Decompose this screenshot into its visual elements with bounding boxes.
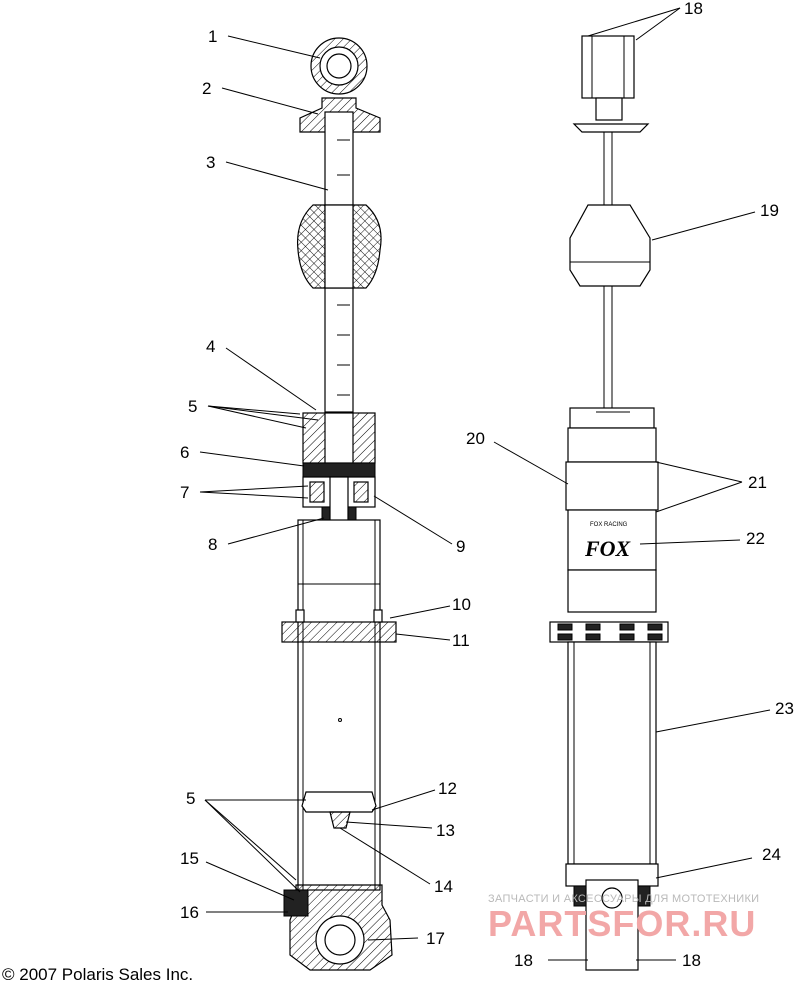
callout-4: 4	[206, 337, 215, 356]
body-tube	[297, 519, 381, 891]
piston-shims-left	[309, 481, 325, 503]
spring-collar-left	[295, 609, 305, 623]
leader-lines	[199, 7, 771, 961]
callout-18-bottom-right: 18	[682, 951, 701, 970]
callout-2: 2	[202, 79, 211, 98]
top-eye-block	[581, 35, 635, 99]
callout-21: 21	[748, 473, 767, 492]
callout-11: 11	[452, 631, 470, 650]
body-label-section	[567, 509, 657, 571]
callout-24: 24	[762, 845, 781, 864]
callout-5-lower: 5	[186, 789, 195, 808]
watermark-tagline: ЗАПЧАСТИ И АКСЕССУАРЫ ДЛЯ МОТОТЕХНИКИ	[488, 893, 759, 905]
floating-piston	[301, 791, 377, 813]
callout-1: 1	[208, 27, 217, 46]
watermark-brand: PARTSFOR.RU	[488, 903, 756, 944]
callout-23: 23	[775, 699, 794, 718]
fox-logo: FOX	[584, 536, 632, 561]
callout-15: 15	[180, 849, 199, 868]
callout-12: 12	[438, 779, 457, 798]
callout-6: 6	[180, 443, 189, 462]
body-lower	[567, 569, 657, 613]
body-band	[565, 461, 659, 511]
body-upper	[567, 427, 657, 463]
top-eye-neck	[595, 97, 623, 121]
callout-10: 10	[452, 595, 471, 614]
seal-head-bore	[324, 412, 354, 464]
bottom-eye-bore	[324, 924, 356, 956]
callout-22: 22	[746, 529, 765, 548]
external-bump-stop	[569, 204, 651, 287]
callout-14: 14	[434, 877, 453, 896]
callout-9: 9	[456, 537, 465, 556]
callout-3: 3	[206, 153, 215, 172]
watermark: ЗАПЧАСТИ И АКСЕССУАРЫ ДЛЯ МОТОТЕХНИКИ PA…	[488, 893, 759, 944]
callouts: 1 2 3 4 5 6 7 8 9 10 11 5 12 13 14 15 16…	[180, 0, 794, 970]
spring-collar	[281, 621, 397, 643]
top-spring-seat	[572, 123, 650, 133]
callout-20: 20	[466, 429, 485, 448]
bottom-eye-bolt	[601, 887, 623, 909]
callout-13: 13	[436, 821, 455, 840]
assembled-shock: FOX RACING FOX	[549, 35, 669, 971]
callout-16: 16	[180, 903, 199, 922]
callout-19: 19	[760, 201, 779, 220]
shock-body	[567, 641, 657, 865]
floating-piston-valve	[329, 811, 351, 829]
callout-7: 7	[180, 483, 189, 502]
fox-logo-small: FOX RACING	[590, 522, 628, 528]
body-cap	[569, 407, 655, 429]
callout-17: 17	[426, 929, 445, 948]
seal-head-ring	[302, 462, 376, 478]
callout-18-bottom-left: 18	[514, 951, 533, 970]
callout-8: 8	[208, 535, 217, 554]
piston-shims-right	[353, 481, 369, 503]
copyright-notice: © 2007 Polaris Sales Inc.	[2, 965, 193, 984]
bump-stop-core	[324, 204, 354, 289]
callout-18-top: 18	[684, 0, 703, 18]
top-eye-bore	[326, 53, 352, 79]
callout-5-upper: 5	[188, 397, 197, 416]
cutaway-shock	[281, 37, 397, 971]
spring-collar-right	[373, 609, 383, 623]
